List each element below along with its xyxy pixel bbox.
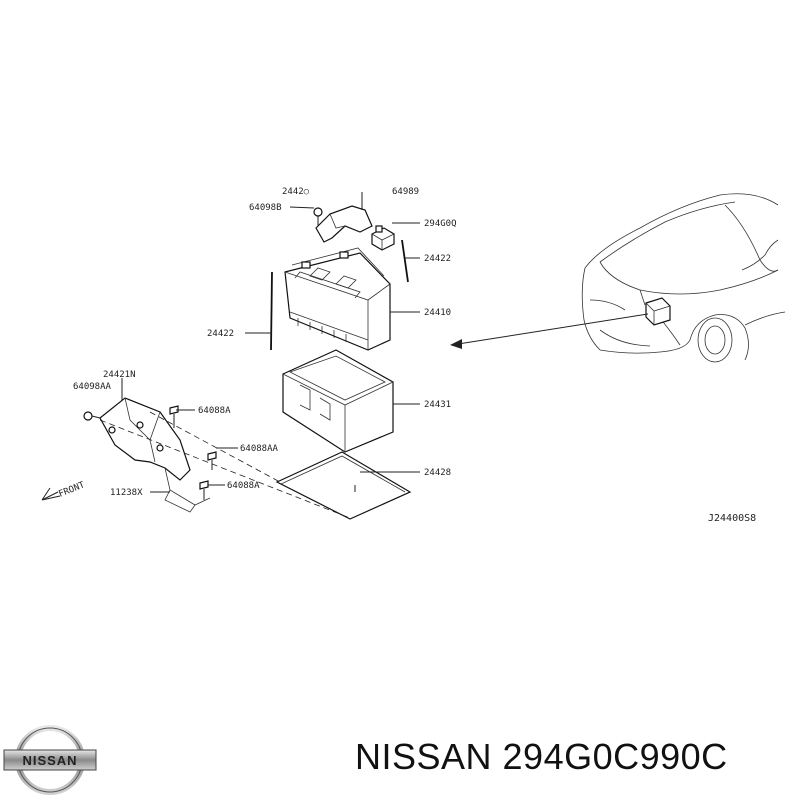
alignment-line-2 <box>149 411 281 483</box>
pointer-arrow-line <box>457 313 649 345</box>
leader-lines <box>121 206 420 493</box>
callout-24422-left: 24422 <box>207 329 234 339</box>
pointer-arrow-head <box>450 339 462 349</box>
hold-down-bracket <box>313 192 373 243</box>
lower-bracket <box>83 397 217 513</box>
battery-base-plate <box>275 451 412 520</box>
callout-24410: 24410 <box>424 308 451 318</box>
hold-down-rod-right <box>401 239 409 283</box>
battery-sensor-connector <box>371 225 395 251</box>
callout-64088a-2: 64088A <box>227 481 260 491</box>
car-outline <box>581 193 786 363</box>
callout-24431: 24431 <box>424 400 451 410</box>
nissan-logo-text: NISSAN <box>22 753 77 768</box>
callout-24421n: 24421N <box>103 370 136 380</box>
diagram-code: J24400S8 <box>708 513 756 524</box>
callout-24420: 2442○ <box>282 187 310 197</box>
hold-down-rod-left <box>270 271 273 351</box>
alignment-line-1 <box>99 419 351 519</box>
callout-24428: 24428 <box>424 468 451 478</box>
callout-64098b: 64098B <box>249 203 282 213</box>
callout-64098aa: 64098AA <box>73 382 112 392</box>
callout-294g0q: 294G0Q <box>424 219 457 229</box>
battery-body <box>284 247 391 351</box>
callout-64088a-1: 64088A <box>198 406 231 416</box>
part-number-caption: NISSAN 294G0C990C <box>355 736 728 777</box>
nissan-logo: NISSAN <box>3 725 97 795</box>
callout-24422-top: 24422 <box>424 254 451 264</box>
battery-tray <box>282 349 394 453</box>
callout-11238x: 11238X <box>110 488 143 498</box>
callout-64989: 64989 <box>392 187 419 197</box>
front-label: FRONT <box>57 480 86 500</box>
front-direction-indicator: FRONT <box>41 480 87 501</box>
callout-64088aa: 64088AA <box>240 444 279 454</box>
